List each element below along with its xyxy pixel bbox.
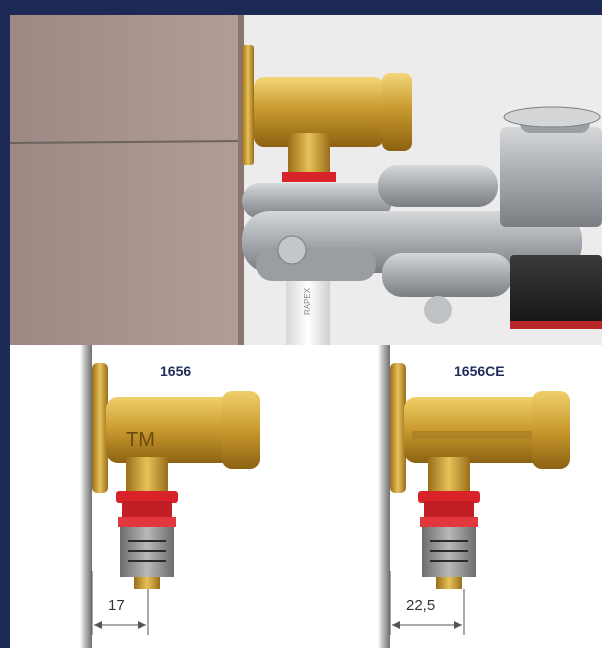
body-marking: TM xyxy=(126,429,155,451)
svg-text:RAPEX: RAPEX xyxy=(303,287,312,315)
fitting-1656-illustration: TM xyxy=(80,345,260,648)
top-photo: RAPEX xyxy=(10,15,602,345)
dimension-label-1656ce: 22,5 xyxy=(406,597,436,614)
panel-1656: TM 1656 17 xyxy=(10,345,306,648)
model-label-1656: 1656 xyxy=(160,363,192,379)
top-band xyxy=(0,0,602,15)
panel-1656ce: 1656CE 22,5 xyxy=(306,345,602,648)
dimension-label-1656: 17 xyxy=(108,597,125,614)
installation-illustration: RAPEX xyxy=(10,15,602,345)
fitting-1656ce-illustration xyxy=(378,345,570,648)
model-label-1656ce: 1656CE xyxy=(454,363,505,379)
